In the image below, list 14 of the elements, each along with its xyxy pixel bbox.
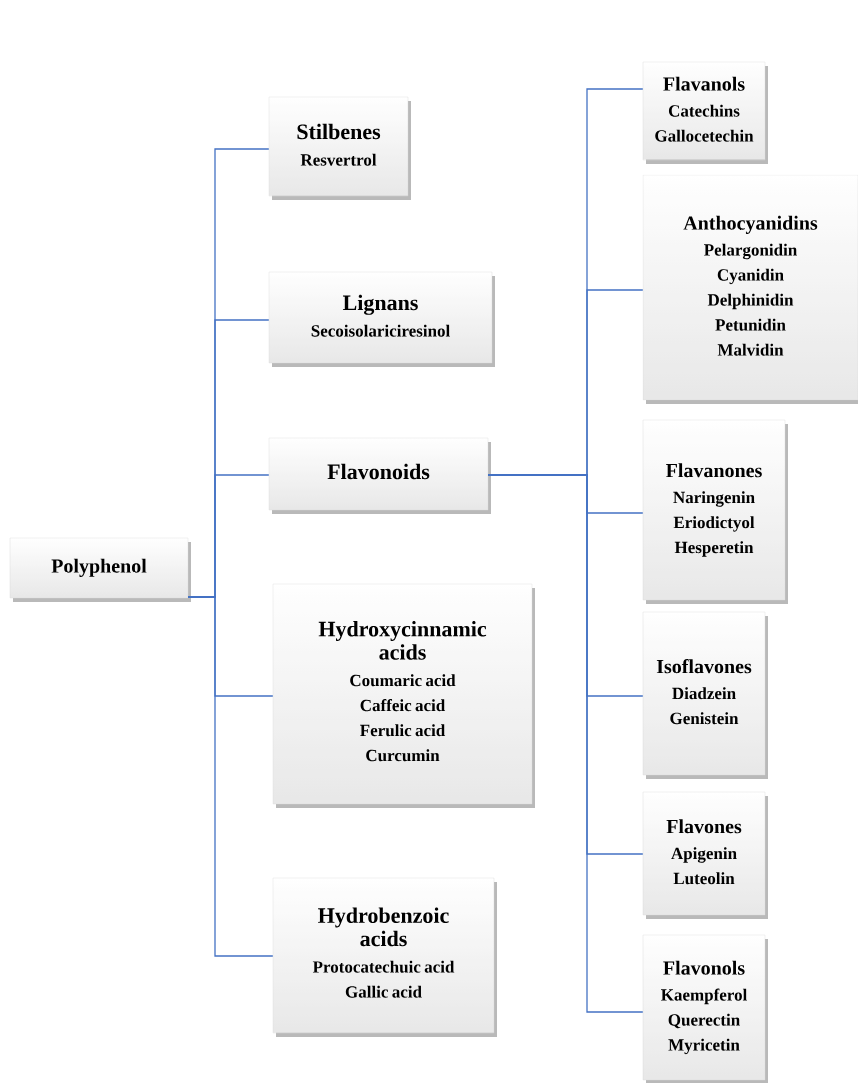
category-box: Isoflavones Diadzein Genistein — [642, 611, 768, 779]
category-box: Stilbenes Resvertrol — [268, 96, 411, 200]
category-box: Hydrobenzoic acids Protocatechuic acid Gallic acid — [272, 877, 497, 1037]
category-box: Flavanones Naringenin Eriodictyol Hesperetin — [642, 419, 788, 604]
connector-line — [487, 474, 644, 1013]
category-box: Anthocyanidins Pelargonidin Cyanidin Delphinidin Petunidin Malvidin — [642, 174, 858, 404]
category-box: Flavonoids — [268, 437, 491, 514]
category-box: Polyphenol — [9, 537, 191, 602]
category-box: Flavonols Kaempferol Querectin Myricetin — [642, 934, 768, 1083]
category-box: Flavones Apigenin Luteolin — [642, 791, 768, 919]
category-box: Flavanols Catechins Gallocetechin — [642, 61, 768, 164]
connector-line — [187, 596, 274, 957]
category-box: Hydroxycinnamic acids Coumaric acid Caffeic acid Ferulic acid Curcumin — [272, 583, 535, 808]
category-box: Lignans Secoisolariciresinol — [268, 271, 495, 367]
